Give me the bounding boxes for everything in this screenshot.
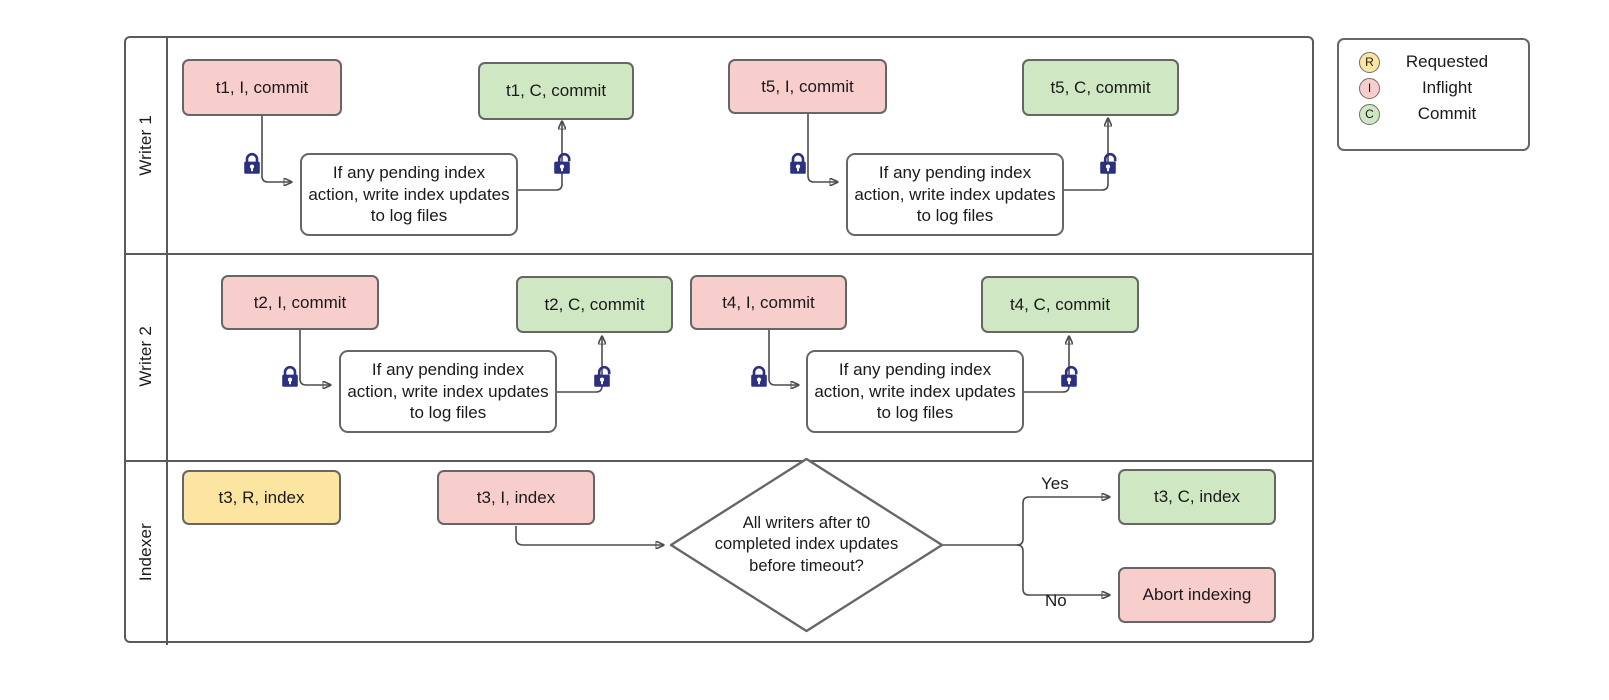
requested-badge-icon: R: [1359, 51, 1380, 73]
lock-open-icon: [591, 365, 613, 389]
lane-header-indexer: Indexer: [126, 460, 168, 645]
lock-open-icon: [1097, 152, 1119, 176]
node-writer2-process-1[interactable]: If any pending index action, write index…: [339, 350, 557, 433]
legend-panel: R Requested I Inflight C Commit: [1337, 38, 1530, 151]
lock-closed-icon: [279, 365, 301, 389]
lock-closed-icon: [748, 365, 770, 389]
node-indexer-t3-commit[interactable]: t3, C, index: [1118, 469, 1276, 525]
node-writer1-process-1[interactable]: If any pending index action, write index…: [300, 153, 518, 236]
edge-label-yes: Yes: [1041, 474, 1069, 493]
lane-writer-2: Writer 2: [126, 253, 1312, 460]
node-writer1-t1-commit[interactable]: t1, C, commit: [478, 62, 634, 120]
node-writer2-t2-inflight[interactable]: t2, I, commit: [221, 275, 379, 330]
lock-open-icon: [551, 152, 573, 176]
lane-indexer: Indexer: [126, 460, 1312, 645]
legend-label-inflight: Inflight: [1421, 78, 1473, 97]
node-writer1-t5-inflight[interactable]: t5, I, commit: [728, 59, 887, 114]
lane-label-writer-2: Writer 2: [136, 326, 155, 387]
lane-label-writer-1: Writer 1: [136, 115, 155, 176]
node-writer1-t1-inflight[interactable]: t1, I, commit: [182, 59, 342, 116]
node-writer2-t2-commit[interactable]: t2, C, commit: [516, 276, 673, 333]
legend-label-requested: Requested: [1405, 52, 1489, 71]
lock-closed-icon: [787, 152, 809, 176]
lane-label-indexer: Indexer: [136, 523, 155, 582]
legend-item-commit: C Commit: [1339, 101, 1528, 127]
node-indexer-t3-requested[interactable]: t3, R, index: [182, 470, 341, 525]
edge-label-no: No: [1045, 591, 1067, 610]
legend-label-commit: Commit: [1417, 104, 1477, 123]
lock-open-icon: [1058, 365, 1080, 389]
node-writer2-t4-inflight[interactable]: t4, I, commit: [690, 275, 847, 330]
lane-header-writer-2: Writer 2: [126, 253, 168, 460]
lock-closed-icon: [241, 152, 263, 176]
node-writer1-process-2[interactable]: If any pending index action, write index…: [846, 153, 1064, 236]
inflight-badge-icon: I: [1359, 77, 1380, 99]
legend-item-requested: R Requested: [1339, 49, 1528, 75]
lane-header-writer-1: Writer 1: [126, 38, 168, 253]
decision-shape: [669, 457, 944, 633]
legend-item-inflight: I Inflight: [1339, 75, 1528, 101]
node-indexer-abort[interactable]: Abort indexing: [1118, 567, 1276, 623]
commit-badge-icon: C: [1359, 103, 1380, 125]
node-indexer-t3-inflight[interactable]: t3, I, index: [437, 470, 595, 525]
node-writer1-t5-commit[interactable]: t5, C, commit: [1022, 59, 1179, 116]
lane-divider-1: [126, 253, 1312, 255]
node-writer2-process-2[interactable]: If any pending index action, write index…: [806, 350, 1024, 433]
node-indexer-decision[interactable]: All writers after t0 completed index upd…: [668, 456, 945, 634]
lane-divider-2: [126, 460, 1312, 462]
lane-writer-1: Writer 1: [126, 38, 1312, 253]
node-writer2-t4-commit[interactable]: t4, C, commit: [981, 276, 1139, 333]
